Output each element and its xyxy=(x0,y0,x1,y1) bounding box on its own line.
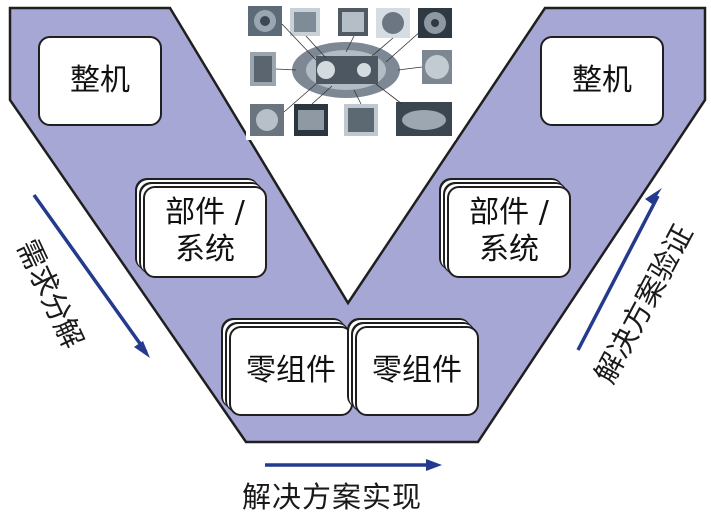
right-mid-box-line2: 系统 xyxy=(479,232,539,267)
bottom-left-box-label: 零组件 xyxy=(246,352,336,388)
left-top-box-label: 整机 xyxy=(70,62,130,98)
leader-lines xyxy=(275,23,423,113)
bottom-right-box-label: 零组件 xyxy=(372,352,462,388)
left-mid-box: 部件 / 系统 xyxy=(143,186,267,278)
engine-cutaway xyxy=(292,42,400,98)
right-mid-box-text: 部件 / 系统 xyxy=(469,195,549,268)
left-mid-box-text: 部件 / 系统 xyxy=(165,195,245,268)
right-top-box: 整机 xyxy=(540,36,664,126)
part-thumbnails xyxy=(248,6,452,136)
right-mid-box-line1: 部件 / xyxy=(469,195,549,231)
bottom-arrow xyxy=(265,459,442,471)
right-arrow xyxy=(576,188,662,351)
left-arrow xyxy=(32,193,150,358)
bottom-arrow-label: 解决方案实现 xyxy=(242,480,423,514)
bottom-left-box: 零组件 xyxy=(229,326,353,416)
left-mid-box-line2: 系统 xyxy=(175,232,235,267)
v-shape xyxy=(8,6,707,444)
engine-components-photo xyxy=(246,4,456,140)
bottom-right-box: 零组件 xyxy=(355,326,479,416)
right-top-box-label: 整机 xyxy=(572,62,632,98)
right-mid-box: 部件 / 系统 xyxy=(447,186,571,278)
left-mid-box-line1: 部件 / xyxy=(165,195,245,231)
left-top-box: 整机 xyxy=(38,36,162,126)
